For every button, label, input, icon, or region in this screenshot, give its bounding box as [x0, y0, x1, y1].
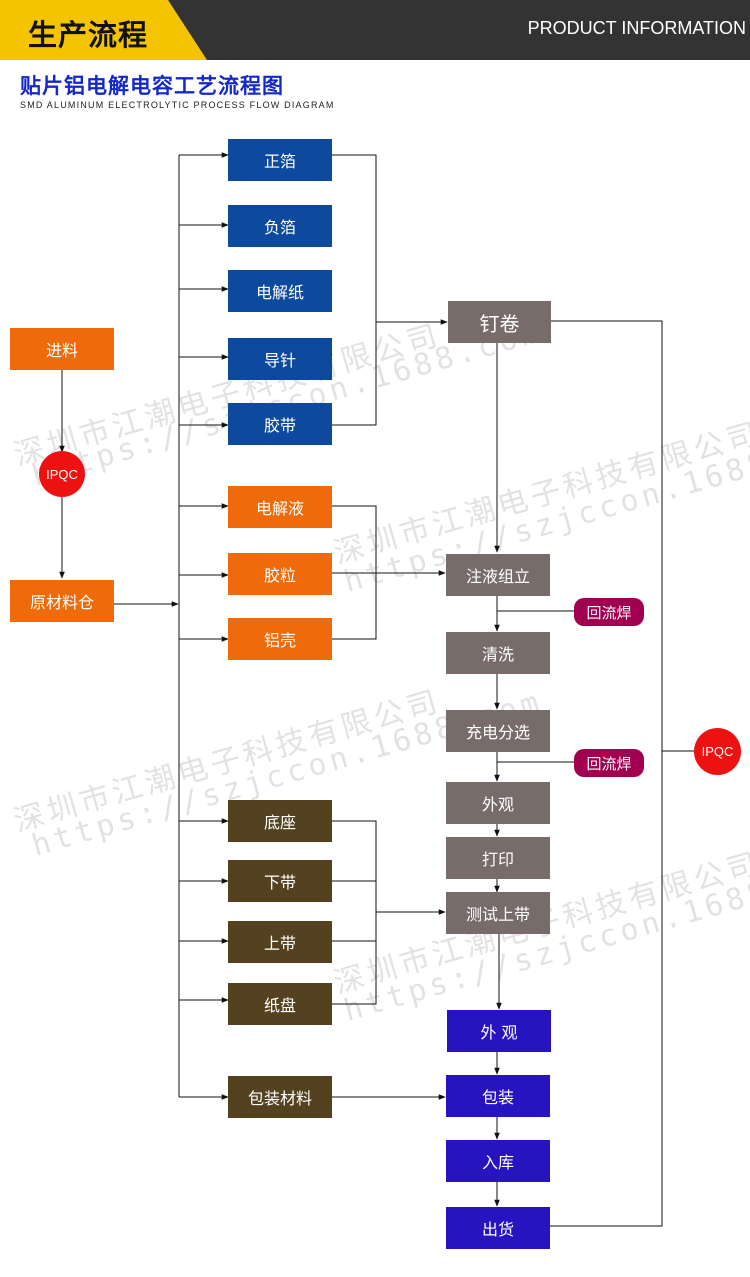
- process-store: 入库: [446, 1140, 550, 1182]
- process-assembly: 注液组立: [446, 554, 550, 596]
- process-ship: 出货: [446, 1207, 550, 1249]
- warehouse-box: 原材料仓: [10, 580, 114, 622]
- header-title: 生产流程: [28, 18, 149, 52]
- incoming-box: 进料: [10, 328, 114, 370]
- material-case: 铝壳: [228, 618, 332, 660]
- material-rubber: 胶粒: [228, 553, 332, 595]
- reflow-badge: 回流焊: [574, 598, 644, 626]
- process-appearance: 外观: [446, 782, 550, 824]
- process-winding: 钉卷: [448, 301, 551, 343]
- diagram-title: 贴片铝电解电容工艺流程图: [20, 74, 284, 98]
- ipqc-right-badge: IPQC: [694, 728, 741, 775]
- process-appearance-2: 外 观: [447, 1010, 551, 1052]
- process-print: 打印: [446, 837, 550, 879]
- header-tab: [0, 0, 207, 60]
- material-paper: 电解纸: [228, 270, 332, 312]
- header-bar: 生产流程 PRODUCT INFORMATION: [0, 0, 750, 60]
- process-test-tape: 测试上带: [446, 892, 550, 934]
- reflow-badge: 回流焊: [574, 749, 644, 777]
- material-tape: 胶带: [228, 403, 332, 445]
- diagram-subtitle: SMD ALUMINUM ELECTROLYTIC PROCESS FLOW D…: [20, 100, 335, 110]
- process-aging: 充电分选: [446, 710, 550, 752]
- process-pack: 包装: [446, 1075, 550, 1117]
- material-electrolyte: 电解液: [228, 486, 332, 528]
- material-positive-foil: 正箔: [228, 139, 332, 181]
- material-upper-tape: 上带: [228, 921, 332, 963]
- material-negative-foil: 负箔: [228, 205, 332, 247]
- header-english: PRODUCT INFORMATION: [527, 18, 746, 38]
- material-lead: 导针: [228, 338, 332, 380]
- material-reel: 纸盘: [228, 983, 332, 1025]
- process-wash: 清洗: [446, 632, 550, 674]
- material-packaging: 包装材料: [228, 1076, 332, 1118]
- material-lower-tape: 下带: [228, 860, 332, 902]
- ipqc-left-badge: IPQC: [39, 451, 85, 497]
- material-base: 底座: [228, 800, 332, 842]
